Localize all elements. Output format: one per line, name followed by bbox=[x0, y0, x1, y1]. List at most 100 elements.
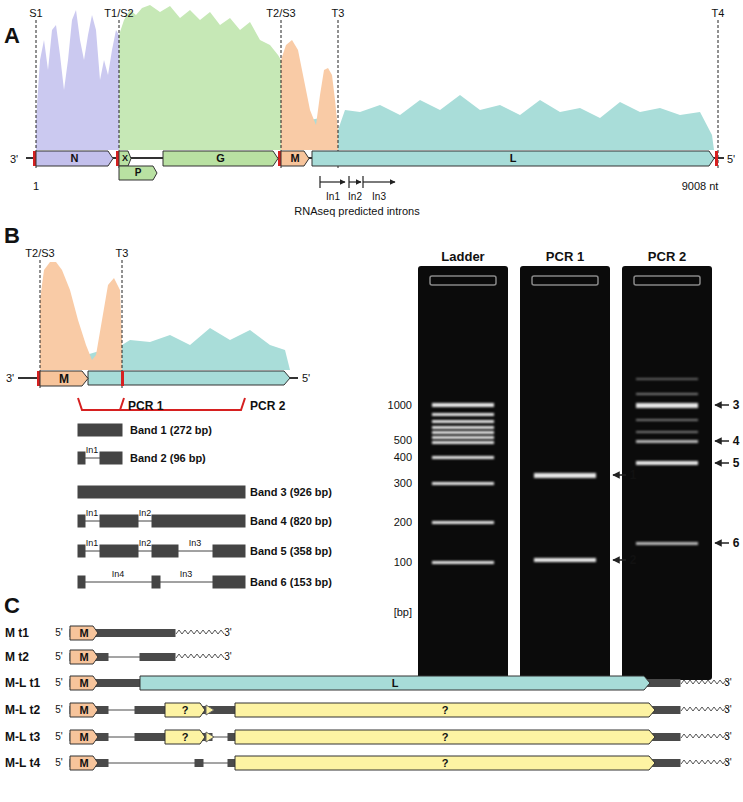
exon-block bbox=[78, 515, 85, 527]
intron-line bbox=[108, 710, 135, 711]
gel-band bbox=[636, 378, 698, 380]
poly-a-tail bbox=[176, 630, 224, 634]
figure-label: In3 bbox=[180, 570, 193, 579]
gel-band bbox=[636, 461, 698, 465]
figure-label: 3 bbox=[733, 399, 740, 411]
gel-band bbox=[636, 431, 698, 433]
gene-arrow: ? bbox=[165, 703, 205, 717]
signal-mark bbox=[121, 371, 124, 386]
figure-label: Ladder bbox=[441, 250, 484, 263]
gene-arrow-shape bbox=[281, 151, 309, 166]
figure-label: 300 bbox=[394, 478, 412, 489]
band-arrow bbox=[715, 542, 729, 544]
figure-label: 3' bbox=[224, 652, 231, 662]
intron-line bbox=[160, 582, 213, 583]
exon-block bbox=[100, 545, 138, 557]
gene-arrow-shape bbox=[36, 151, 113, 166]
gene-arrow-shape bbox=[165, 730, 205, 744]
figure-label: In3 bbox=[189, 539, 202, 548]
figure-label: M-L t4 bbox=[5, 757, 40, 769]
figure-label: 5' bbox=[55, 628, 62, 638]
gene-arrow-shape bbox=[312, 151, 714, 166]
gene-label: M bbox=[59, 373, 69, 385]
figure-label: 2 bbox=[630, 554, 637, 566]
gene-arrow: ? bbox=[235, 703, 655, 717]
figure-label: In1 bbox=[326, 192, 340, 202]
figure-label: 5' bbox=[55, 758, 62, 768]
figure-label: Band 6 (153 bp) bbox=[250, 577, 332, 588]
exon-block bbox=[78, 424, 122, 436]
figure-label: In2 bbox=[139, 539, 152, 548]
intron-line bbox=[108, 657, 140, 658]
intron-line bbox=[85, 521, 100, 522]
exon-block bbox=[100, 452, 122, 464]
signal-mark bbox=[715, 151, 718, 166]
gene-arrow-shape bbox=[165, 703, 205, 717]
band-arrow bbox=[715, 404, 729, 406]
figure-label: Band 5 (358 bp) bbox=[250, 546, 332, 557]
gene-arrow-shape bbox=[70, 626, 98, 640]
gel-band bbox=[636, 440, 698, 443]
exon-block bbox=[100, 515, 138, 527]
figure-label: In1 bbox=[86, 509, 99, 518]
coverage-a bbox=[36, 5, 714, 150]
dashed-line bbox=[281, 20, 282, 170]
figure-label: 3' bbox=[10, 154, 18, 165]
gel-lane bbox=[520, 266, 610, 680]
figure-label: 500 bbox=[394, 435, 412, 446]
figure-label: M t2 bbox=[5, 651, 29, 663]
intron-line bbox=[203, 763, 228, 764]
gene-arrow: M bbox=[70, 730, 98, 744]
gene-arrow: M bbox=[70, 756, 98, 770]
gene-label: M bbox=[79, 678, 88, 689]
intron-line bbox=[138, 521, 152, 522]
gel-well bbox=[532, 276, 598, 285]
intron-line bbox=[85, 582, 152, 583]
gene-label: M bbox=[79, 705, 88, 716]
panel-letter: B bbox=[4, 225, 20, 247]
gel-well bbox=[430, 276, 496, 285]
figure-label: T3 bbox=[332, 8, 345, 19]
gel-band bbox=[432, 420, 494, 423]
band-arrows bbox=[613, 405, 729, 560]
signal-lines-a bbox=[36, 20, 718, 170]
coverage-m bbox=[40, 262, 122, 370]
gene-label: ? bbox=[182, 705, 189, 716]
gene-label: ? bbox=[442, 705, 449, 716]
gel-band bbox=[432, 426, 494, 429]
exon-block bbox=[78, 452, 85, 464]
figure-label: 3' bbox=[224, 628, 231, 638]
figure-label: 1000 bbox=[388, 400, 412, 411]
figure-label: In2 bbox=[348, 192, 362, 202]
figure-label: 3' bbox=[724, 758, 731, 768]
gene-label: L bbox=[510, 153, 517, 164]
figure-label: 5' bbox=[55, 705, 62, 715]
gene-arrow: M bbox=[40, 371, 88, 386]
gene-arrow-shape bbox=[70, 650, 98, 664]
band-arrow bbox=[613, 474, 626, 476]
gene-label: P bbox=[135, 168, 142, 178]
gel-band bbox=[432, 521, 494, 524]
orf-triangle bbox=[206, 732, 214, 742]
figure-label: Band 2 (96 bp) bbox=[130, 453, 206, 464]
exon-block bbox=[78, 486, 245, 498]
gene-label: M bbox=[290, 153, 299, 164]
coverage-l bbox=[310, 95, 714, 150]
panel-letter: C bbox=[4, 595, 20, 617]
gene-arrow: M bbox=[281, 151, 309, 166]
intron-arrow bbox=[363, 181, 395, 182]
figure-label: 400 bbox=[394, 452, 412, 463]
gel-band bbox=[636, 393, 698, 395]
gene-arrow-shape bbox=[70, 703, 98, 717]
gene-arrow-shape bbox=[70, 730, 98, 744]
intron-arrow bbox=[349, 181, 361, 182]
gene-label: M bbox=[79, 652, 88, 663]
poly-a-tail bbox=[176, 654, 224, 658]
gel-band bbox=[534, 558, 596, 562]
exon-block bbox=[78, 576, 85, 588]
intron-line bbox=[108, 763, 195, 764]
signal-marks-a bbox=[33, 151, 718, 166]
figure-label: In3 bbox=[372, 192, 386, 202]
gene-arrow-shape bbox=[40, 371, 88, 386]
